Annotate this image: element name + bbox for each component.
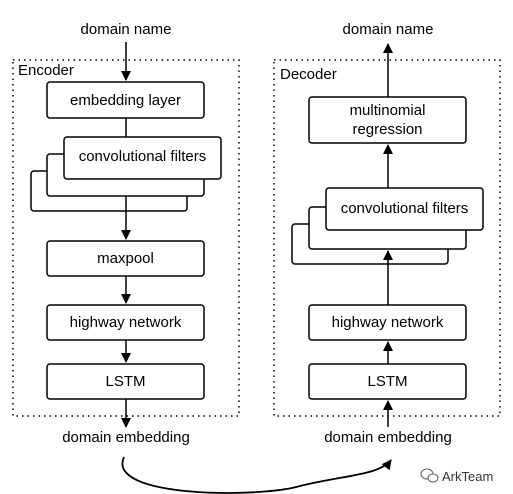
encoder-title: Encoder: [18, 62, 74, 79]
decoder-layer-conv: convolutional filters: [340, 199, 469, 217]
encoder-container: [12, 59, 240, 417]
encoder-layer-lstm: LSTM: [105, 373, 146, 390]
decoder-title: Decoder: [280, 66, 337, 83]
encoder-layer-highway: highway network: [69, 314, 182, 331]
decoder-layer-multinomial: multinomial regression: [349, 102, 426, 138]
decoder-layer-highway: highway network: [331, 314, 444, 331]
decoder-container: [273, 59, 501, 417]
encoder-layer-embedding: embedding layer: [70, 91, 181, 109]
encoder-layer-maxpool: maxpool: [97, 250, 154, 267]
decoder-input-label: domain embedding: [324, 429, 452, 446]
encoder-box-conv: [63, 136, 222, 180]
encoder-layer-conv: convolutional filters: [78, 147, 207, 165]
encoder-output-label: domain embedding: [62, 429, 190, 446]
wechat-icon: [420, 468, 439, 483]
decoder-output-label: domain name: [342, 21, 434, 38]
decoder-box-conv: [325, 187, 484, 231]
encoder-input-label: domain name: [80, 21, 172, 38]
decoder-layer-lstm: LSTM: [367, 373, 408, 390]
watermark-label: ArkTeam: [442, 469, 494, 484]
embedding-connector-curve: [121, 456, 392, 494]
